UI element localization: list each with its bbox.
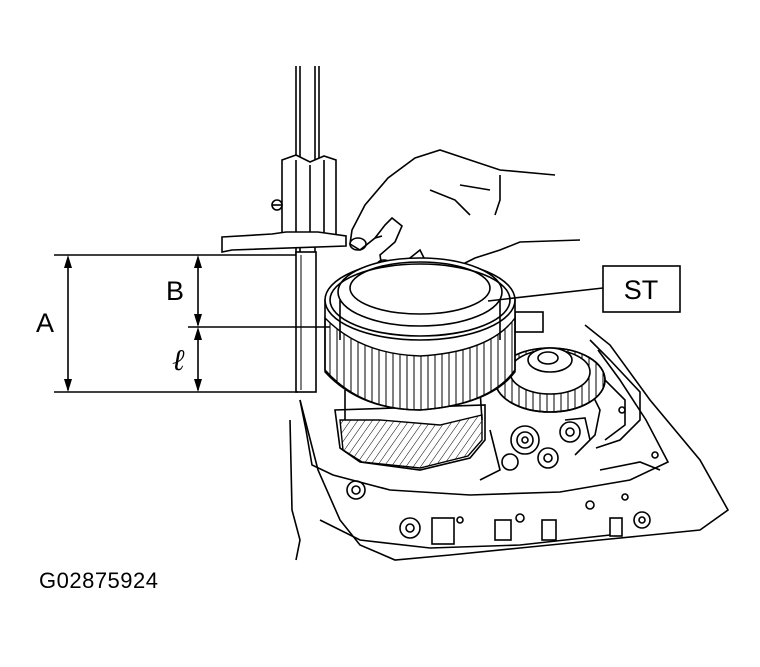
gear-stack	[334, 389, 486, 471]
dimension-a-label: A	[36, 308, 54, 338]
special-tool-label: ST	[624, 275, 659, 305]
dimension-l-label: ℓ	[172, 344, 185, 377]
dimension-lines	[54, 254, 330, 393]
transmission-case	[289, 311, 730, 561]
special-tool-ring	[324, 257, 516, 411]
special-tool-callout: ST	[487, 265, 681, 313]
dimension-b-label: B	[166, 276, 184, 306]
depth-gauge	[221, 66, 347, 393]
figure-id: G02875924	[39, 568, 159, 593]
